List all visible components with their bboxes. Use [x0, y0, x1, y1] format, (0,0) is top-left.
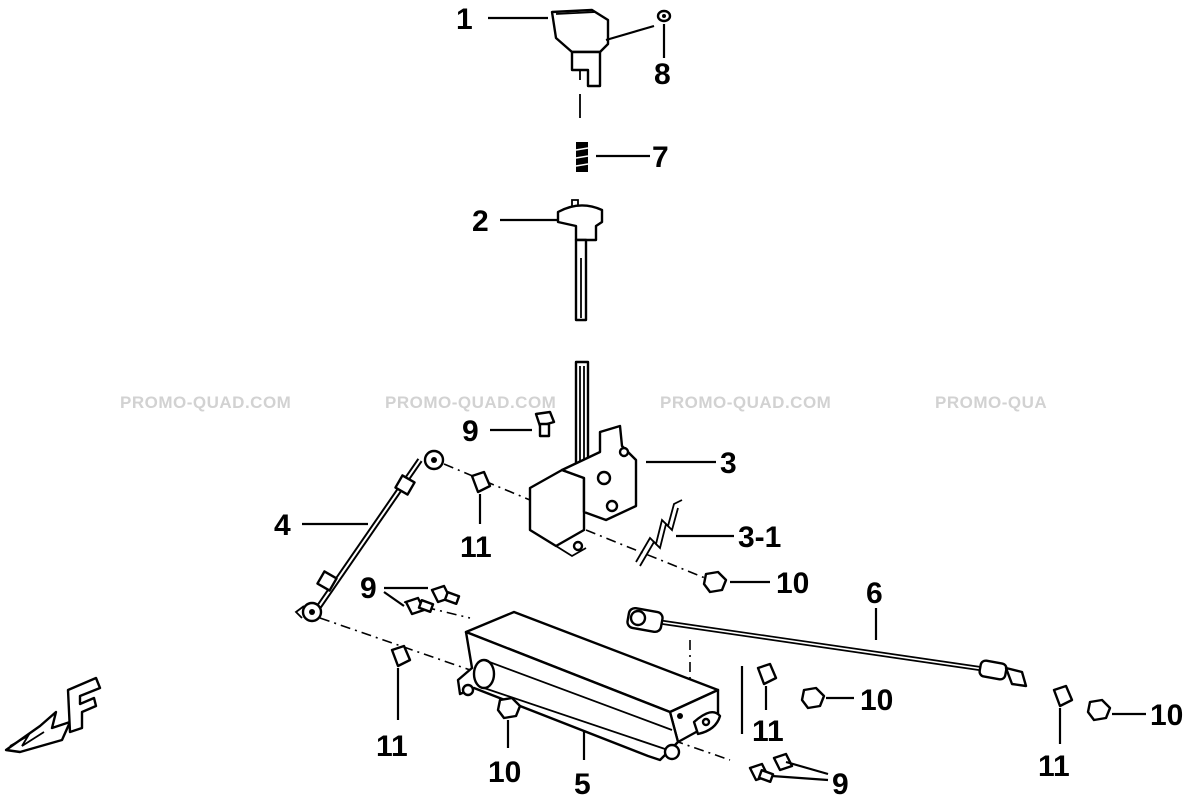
callout-10-bottom: 10	[488, 756, 521, 789]
part-6-linkage-rod	[626, 606, 1028, 688]
part-1-knob	[550, 8, 610, 88]
part-8-pin	[656, 9, 672, 23]
callout-9-left: 9	[360, 572, 377, 605]
watermark-text-4: PROMO-QUA	[935, 393, 1047, 412]
callout-4: 4	[274, 509, 291, 542]
part-10-nuts	[496, 570, 1112, 722]
callout-9-top: 9	[462, 415, 479, 448]
watermark-text-1: PROMO-QUAD.COM	[120, 393, 291, 412]
callout-10-mid: 10	[860, 684, 893, 717]
part-11-clips	[390, 470, 1074, 708]
watermark: PROMO-QUAD.COM PROMO-QUAD.COM PROMO-QUAD…	[120, 393, 1047, 412]
callout-9-bottom: 9	[832, 768, 849, 800]
part-7-spring	[575, 142, 589, 172]
callout-1: 1	[456, 3, 473, 36]
callout-11-left: 11	[460, 531, 492, 564]
part-2-lever-collar	[556, 94, 604, 322]
callout-labels: 1 8 7 2 9 3 4 11 3-1 10 9 6 11 10 5 11 1…	[274, 3, 1183, 800]
part-3-1-spring	[635, 499, 683, 567]
watermark-text-3: PROMO-QUAD.COM	[660, 393, 831, 412]
callout-2: 2	[472, 205, 489, 238]
part-5-shaft-housing	[456, 610, 722, 762]
callout-11-bottom-left: 11	[376, 730, 408, 763]
callout-11-mid: 11	[752, 715, 784, 748]
callout-5: 5	[574, 768, 591, 800]
callout-8: 8	[654, 58, 671, 91]
leader-lines	[302, 16, 1146, 782]
callout-10-top: 10	[776, 567, 809, 600]
callout-7: 7	[652, 141, 669, 174]
watermark-text-2: PROMO-QUAD.COM	[385, 393, 556, 412]
callout-3-1: 3-1	[738, 521, 781, 554]
callout-6: 6	[866, 577, 883, 610]
part-3-bracket	[528, 424, 638, 558]
part-9-bolts	[404, 410, 794, 784]
callout-11-right: 11	[1038, 750, 1070, 783]
part-4-linkage-rod	[294, 449, 445, 623]
callout-10-right: 10	[1150, 699, 1183, 732]
front-direction-arrow-icon: F	[4, 676, 102, 754]
callout-3: 3	[720, 447, 737, 480]
